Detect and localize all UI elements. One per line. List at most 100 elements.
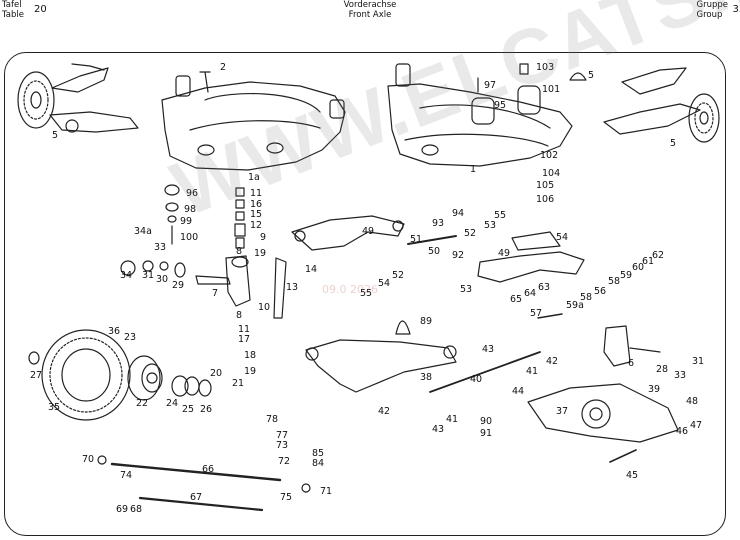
table-label: Tafel Table 20 xyxy=(2,0,47,20)
part-drawing-wishbone-49-upper xyxy=(291,215,405,251)
part-drawing-shaft-51 xyxy=(407,235,457,245)
callout-97: 97 xyxy=(484,80,496,91)
callout-11-lower: 11 xyxy=(238,324,250,335)
callout-67: 67 xyxy=(190,492,202,503)
part-drawing-crossmember-1a xyxy=(161,75,346,171)
callout-1: 1 xyxy=(470,164,476,175)
callout-54-right: 54 xyxy=(556,232,568,243)
part-drawing-control-arm-38 xyxy=(305,339,457,393)
callout-51: 51 xyxy=(410,234,422,245)
callout-17: 17 xyxy=(238,334,250,345)
part-drawing-steering-arm-13 xyxy=(273,257,287,319)
callout-89: 89 xyxy=(420,316,432,327)
tafel-label: Tafel xyxy=(2,0,22,10)
part-drawing-track-rod-67 xyxy=(138,496,264,512)
part-drawing-seal-26 xyxy=(198,379,212,397)
callout-98: 98 xyxy=(184,204,196,215)
callout-38: 38 xyxy=(420,372,432,383)
callout-18: 18 xyxy=(244,350,256,361)
callout-10: 10 xyxy=(258,302,270,313)
callout-78: 78 xyxy=(266,414,278,425)
callout-19-lower: 19 xyxy=(244,366,256,377)
callout-20: 20 xyxy=(210,368,222,379)
callout-25: 25 xyxy=(182,404,194,415)
callout-2: 2 xyxy=(220,62,226,73)
callout-55-right: 55 xyxy=(494,210,506,221)
callout-69: 69 xyxy=(116,504,128,515)
group-number: 33 xyxy=(732,4,740,15)
callout-22: 22 xyxy=(136,398,148,409)
callout-49-right: 49 xyxy=(498,248,510,259)
callout-49-left: 49 xyxy=(362,226,374,237)
part-drawing-wishbone-49-lower xyxy=(477,231,585,283)
part-drawing-wheel-assembly-right xyxy=(603,67,720,143)
callout-53-upper: 53 xyxy=(484,220,496,231)
watermark-date: 09.0 2026 xyxy=(322,283,378,296)
callout-77: 77 xyxy=(276,430,288,441)
callout-48: 48 xyxy=(686,396,698,407)
callout-12: 12 xyxy=(250,220,262,231)
part-drawing-steering-knuckle-7 xyxy=(195,255,251,307)
callout-59: 59 xyxy=(620,270,632,281)
callout-59a: 59a xyxy=(566,300,584,311)
callout-9: 9 xyxy=(260,232,266,243)
callout-52-upper: 52 xyxy=(464,228,476,239)
callout-14: 14 xyxy=(305,264,317,275)
part-drawing-mount-101 xyxy=(517,85,541,115)
part-drawing-tie-rod-40 xyxy=(429,351,541,393)
callout-103: 103 xyxy=(536,62,554,73)
table-label-en: Table xyxy=(2,10,24,20)
callout-102: 102 xyxy=(540,150,558,161)
callout-47: 47 xyxy=(690,420,702,431)
callout-62: 62 xyxy=(652,250,664,261)
callout-11-upper: 11 xyxy=(250,188,262,199)
callout-99: 99 xyxy=(180,216,192,227)
part-drawing-ring-29 xyxy=(174,262,186,278)
part-drawing-ball-joint-71 xyxy=(301,483,311,493)
gruppe-label: Gruppe xyxy=(696,0,729,10)
callout-56: 56 xyxy=(594,286,606,297)
callout-75: 75 xyxy=(280,492,292,503)
callout-23: 23 xyxy=(124,332,136,343)
callout-6: 6 xyxy=(628,358,634,369)
callout-29: 29 xyxy=(172,280,184,291)
callout-8-lower: 8 xyxy=(236,310,242,321)
callout-33-left: 33 xyxy=(154,242,166,253)
callout-53-lower: 53 xyxy=(460,284,472,295)
callout-41-left: 41 xyxy=(446,414,458,425)
part-drawing-mount-95 xyxy=(471,97,495,125)
callout-31-right: 31 xyxy=(692,356,704,367)
callout-4: 5 xyxy=(670,138,676,149)
callout-104: 104 xyxy=(542,168,560,179)
callout-45: 45 xyxy=(626,470,638,481)
callout-52-lower: 52 xyxy=(392,270,404,281)
part-drawing-wheel-hub-22 xyxy=(127,355,163,401)
callout-34: 34 xyxy=(120,270,132,281)
callout-39: 39 xyxy=(648,384,660,395)
callout-72: 72 xyxy=(278,456,290,467)
callout-64: 64 xyxy=(524,288,536,299)
callout-95: 95 xyxy=(494,100,506,111)
callout-50: 50 xyxy=(428,246,440,257)
callout-26: 26 xyxy=(200,404,212,415)
callout-66: 66 xyxy=(202,464,214,475)
part-drawing-control-arm-37 xyxy=(527,383,679,443)
title-de: Vorderachse xyxy=(343,0,397,10)
callout-34a: 34a xyxy=(134,226,152,237)
callout-35: 35 xyxy=(48,402,60,413)
callout-42-left: 42 xyxy=(378,406,390,417)
part-drawing-bolt-57 xyxy=(537,313,563,319)
part-drawing-bearing-24 xyxy=(171,375,189,397)
callout-46: 46 xyxy=(676,426,688,437)
part-drawing-bolt-45 xyxy=(609,449,637,463)
callout-57: 57 xyxy=(530,308,542,319)
group-label-en: Group xyxy=(696,10,723,20)
part-drawing-buffer-3 xyxy=(569,72,587,81)
callout-90: 90 xyxy=(480,416,492,427)
part-drawing-seal-34 xyxy=(120,260,136,276)
part-drawing-brake-drum-35 xyxy=(41,329,131,421)
callout-65: 65 xyxy=(510,294,522,305)
callout-1a: 1a xyxy=(248,172,260,183)
callout-19-upper: 19 xyxy=(254,248,266,259)
